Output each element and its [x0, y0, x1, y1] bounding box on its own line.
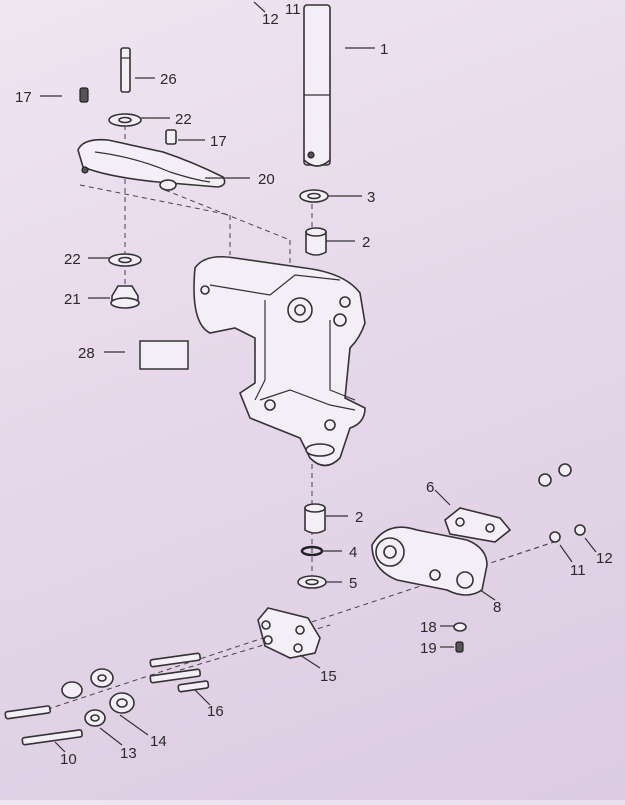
- leader-lines: [40, 1, 597, 753]
- callout-8: 8: [493, 599, 501, 616]
- callout-4: 4: [349, 544, 357, 561]
- callout-12-top: 12: [262, 11, 279, 28]
- callout-16: 16: [207, 703, 224, 720]
- part-28-label: [139, 340, 189, 370]
- callout-3: 3: [367, 189, 375, 206]
- callout-12-right: 12: [596, 550, 613, 567]
- part-17-screw-right: [165, 129, 177, 145]
- part-17-screw-left: [79, 87, 89, 103]
- callout-20: 20: [258, 171, 275, 188]
- part-5-washer: [297, 575, 327, 589]
- part-13-washer: [84, 709, 106, 727]
- part-19-screw: [455, 641, 464, 653]
- part-11-12-hardware: [538, 463, 586, 543]
- part-1-shaft: [303, 4, 331, 167]
- callout-28: 28: [78, 345, 95, 362]
- callout-2-lower: 2: [355, 509, 363, 526]
- callout-14: 14: [150, 733, 167, 750]
- part-14-washers: [61, 668, 135, 714]
- part-10-bolts: [4, 705, 83, 746]
- part-2-bushing-upper: [305, 227, 327, 256]
- callout-10: 10: [60, 751, 77, 768]
- callout-15: 15: [320, 668, 337, 685]
- part-22-washer-lower: [108, 253, 142, 267]
- callout-labels: 12 11 1 26 17 22 17 20 3 2 22 21 28 6 2 …: [15, 1, 613, 768]
- callout-2-upper: 2: [362, 234, 370, 251]
- main-bracket: [193, 255, 366, 467]
- part-20-plate: [77, 138, 226, 191]
- callout-11-top: 11: [285, 1, 301, 18]
- callout-22-upper: 22: [175, 111, 192, 128]
- callout-19: 19: [420, 640, 437, 657]
- callout-6: 6: [426, 479, 434, 496]
- part-16-bolts: [149, 652, 210, 693]
- callout-17-left: 17: [15, 89, 32, 106]
- callout-1: 1: [380, 41, 388, 58]
- part-22-washer-upper: [108, 113, 142, 127]
- part-2-bushing-lower: [304, 503, 326, 534]
- part-21-nut: [110, 285, 140, 309]
- part-8-mount: [371, 526, 488, 596]
- callout-26: 26: [160, 71, 177, 88]
- callout-13: 13: [120, 745, 137, 762]
- callout-22-lower: 22: [64, 251, 81, 268]
- part-3-washer: [299, 189, 329, 203]
- part-6-bracket: [444, 507, 512, 543]
- part-18-washer: [453, 622, 467, 632]
- callout-11-right: 11: [570, 562, 586, 579]
- part-26-pin: [120, 47, 131, 93]
- part-15-bracket: [257, 607, 321, 659]
- callout-5: 5: [349, 575, 357, 592]
- callout-17-right: 17: [210, 133, 227, 150]
- callout-21: 21: [64, 291, 81, 308]
- callout-18: 18: [420, 619, 437, 636]
